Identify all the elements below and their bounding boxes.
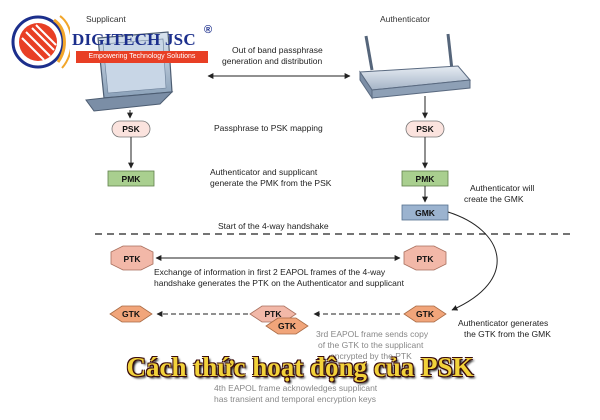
gmk-node: GMK <box>401 204 449 221</box>
gtk-node-mid-shape <box>265 317 309 335</box>
ptk-note-line2: handshake generates the PTK on the Authe… <box>154 278 405 288</box>
psk-node-right: PSK <box>405 120 445 138</box>
frame4-note-line1: 4th EAPOL frame acknowledges supplicant <box>214 383 378 393</box>
gtk-note-line2: the GTK from the GMK <box>464 329 551 339</box>
oob-note-line1: Out of band passphrase <box>232 45 323 55</box>
psk-node-left: PSK <box>111 120 151 138</box>
gmk-label: GMK <box>415 208 436 218</box>
authenticator-header: Authenticator <box>380 14 430 24</box>
handshake-note: Start of the 4-way handshake <box>218 221 329 231</box>
pmk-right-label: PMK <box>416 174 436 184</box>
frame4-note-line2: has transient and temporal encryption ke… <box>214 394 376 404</box>
gmk-note-line1: Authenticator will <box>470 183 534 193</box>
frame3-note-line3: encrypted by the PTK <box>330 351 412 361</box>
gtk-node-left-shape <box>109 305 153 323</box>
logo-tagline: Empowering Technology Solutions <box>76 51 208 63</box>
gmk-note-line2: create the GMK <box>464 194 524 204</box>
ptk-left-label: PTK <box>124 254 142 264</box>
logo-emblem-icon <box>11 15 70 69</box>
pmk-node-left-shape <box>107 170 155 187</box>
logo-name: DIGITECH JSC <box>72 30 196 49</box>
ptk-right-label: PTK <box>417 254 435 264</box>
gtk-note-line1: Authenticator generates <box>458 318 548 328</box>
gtk-node-right: GTK <box>403 305 447 323</box>
logo-registered-mark: ® <box>204 24 213 36</box>
frame3-note-line1: 3rd EAPOL frame sends copy <box>316 329 429 339</box>
pmk-note-line1: Authenticator and supplicant <box>210 167 318 177</box>
ptk-note-line1: Exchange of information in first 2 EAPOL… <box>154 267 386 277</box>
psk-right-label: PSK <box>416 124 434 134</box>
gtk-right-label: GTK <box>416 309 435 319</box>
eapol-notes: 3rd EAPOL frame sends copy of the GTK to… <box>214 329 429 404</box>
supplicant-header: Supplicant <box>86 14 126 24</box>
ptk-mid-label: PTK <box>265 309 283 319</box>
ptk-node-left: PTK <box>110 245 154 271</box>
ptk-node-left-shape <box>110 245 154 271</box>
frame3-note-line2: of the GTK to the supplicant <box>318 340 424 350</box>
psk-left-label: PSK <box>122 124 140 134</box>
ptk-node-right: PTK <box>403 245 447 271</box>
gtk-left-label: GTK <box>122 309 141 319</box>
psk-mapping-note: Passphrase to PSK mapping <box>214 123 323 133</box>
router-icon <box>359 33 472 100</box>
pmk-left-label: PMK <box>122 174 142 184</box>
gtk-node-right-shape <box>403 305 447 323</box>
pmk-node-left: PMK <box>107 170 155 187</box>
ptk-node-right-shape <box>403 245 447 271</box>
ptk-gtk-stack: PTK GTK <box>249 305 309 335</box>
gtk-node-left: GTK <box>109 305 153 323</box>
pmk-note-line2: generate the PMK from the PSK <box>210 178 332 188</box>
pmk-node-right: PMK <box>401 170 449 187</box>
gtk-mid-label: GTK <box>278 321 297 331</box>
gmk-to-gtk-arrow <box>447 211 498 311</box>
banner-title: Cách thức hoạt động của PSK <box>126 352 474 382</box>
oob-note-line2: generation and distribution <box>222 56 322 66</box>
company-logo: DIGITECH JSC ® Empowering Technology Sol… <box>10 12 225 74</box>
